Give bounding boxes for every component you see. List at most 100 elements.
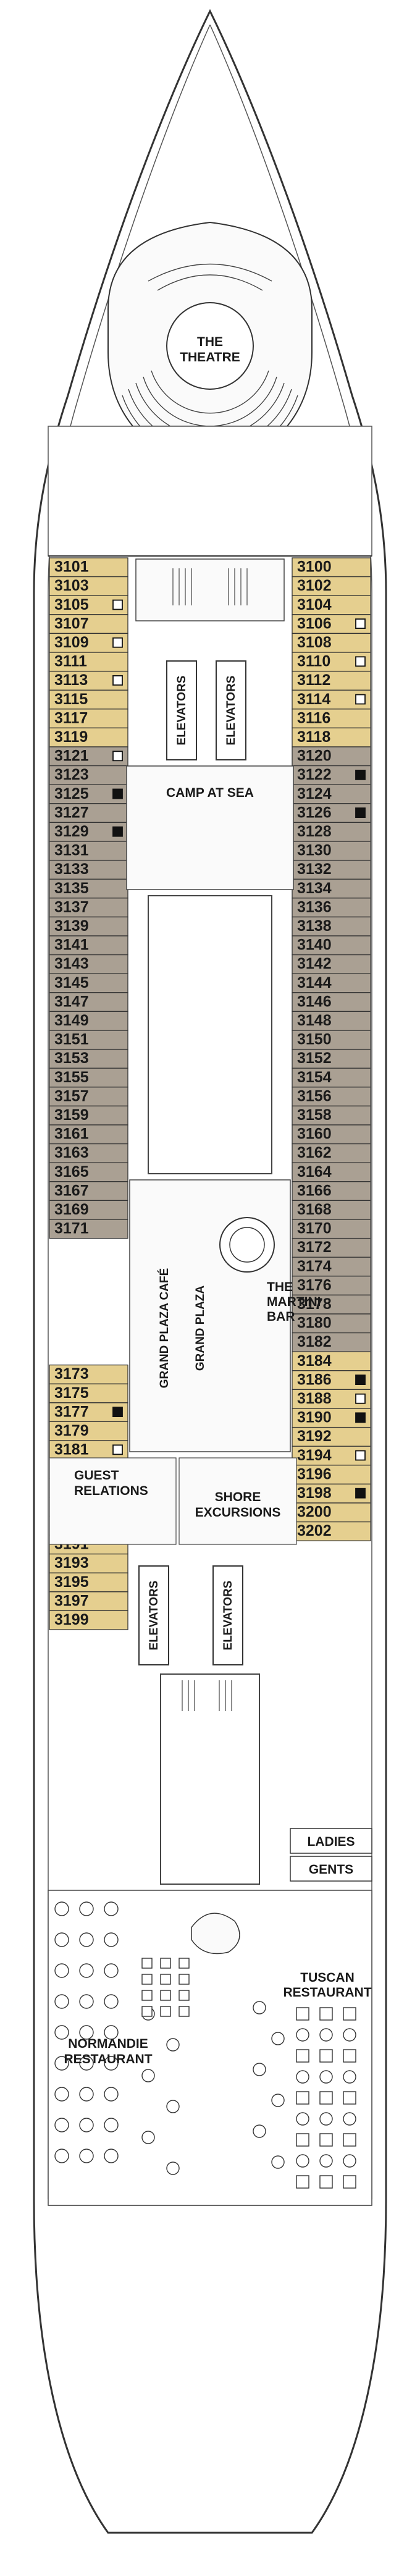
cabin-3125[interactable]: 3125 <box>49 784 128 804</box>
cabin-3153[interactable]: 3153 <box>49 1048 128 1069</box>
cabin-3123[interactable]: 3123 <box>49 765 128 785</box>
cabin-3175[interactable]: 3175 <box>49 1383 128 1404</box>
guest-relations[interactable]: GUEST RELATIONS <box>49 1457 177 1545</box>
camp-at-sea[interactable]: CAMP AT SEA <box>126 765 294 890</box>
cabin-3169[interactable]: 3169 <box>49 1200 128 1220</box>
grand-plaza[interactable]: GRAND PLAZA CAFÉ GRAND PLAZA THE MARTINI… <box>129 1179 321 1452</box>
cabin-3110[interactable]: 3110 <box>292 652 371 672</box>
cabin-3182[interactable]: 3182 <box>292 1332 371 1352</box>
cabin-3130[interactable]: 3130 <box>292 841 371 861</box>
cabin-3116[interactable]: 3116 <box>292 709 371 729</box>
cabin-3144[interactable]: 3144 <box>292 973 371 993</box>
cabin-3154[interactable]: 3154 <box>292 1067 371 1088</box>
cabin-3147[interactable]: 3147 <box>49 992 128 1012</box>
normandie-restaurant[interactable]: NORMANDIE RESTAURANT <box>64 2037 152 2066</box>
cabin-3129[interactable]: 3129 <box>49 822 128 842</box>
cabin-3161[interactable]: 3161 <box>49 1124 128 1145</box>
cabin-3190[interactable]: 3190 <box>292 1408 371 1428</box>
cabin-3132[interactable]: 3132 <box>292 859 371 880</box>
cabin-3186[interactable]: 3186 <box>292 1370 371 1391</box>
cabin-3106[interactable]: 3106 <box>292 614 371 634</box>
cabin-3162[interactable]: 3162 <box>292 1143 371 1163</box>
cabin-3105[interactable]: 3105 <box>49 595 128 615</box>
cabin-3109[interactable]: 3109 <box>49 633 128 653</box>
cabin-3192[interactable]: 3192 <box>292 1426 371 1447</box>
cabin-3131[interactable]: 3131 <box>49 841 128 861</box>
cabin-3197[interactable]: 3197 <box>49 1591 128 1612</box>
cabin-3102[interactable]: 3102 <box>292 576 371 596</box>
cabin-3165[interactable]: 3165 <box>49 1162 128 1182</box>
ladies-restroom[interactable]: LADIES <box>290 1828 372 1854</box>
tuscan-restaurant[interactable]: TUSCAN RESTAURANT <box>283 1971 371 2000</box>
cabin-3107[interactable]: 3107 <box>49 614 128 634</box>
cabin-3108[interactable]: 3108 <box>292 633 371 653</box>
cabin-3111[interactable]: 3111 <box>49 652 128 672</box>
cabin-3178[interactable]: 3178 <box>292 1294 371 1315</box>
cabin-3138[interactable]: 3138 <box>292 916 371 937</box>
cabin-3124[interactable]: 3124 <box>292 784 371 804</box>
cabin-3174[interactable]: 3174 <box>292 1256 371 1277</box>
gents-restroom[interactable]: GENTS <box>290 1856 372 1882</box>
cabin-3194[interactable]: 3194 <box>292 1446 371 1466</box>
cabin-3120[interactable]: 3120 <box>292 746 371 767</box>
cabin-3136[interactable]: 3136 <box>292 898 371 918</box>
cabin-3133[interactable]: 3133 <box>49 859 128 880</box>
cabin-3146[interactable]: 3146 <box>292 992 371 1012</box>
cabin-3115[interactable]: 3115 <box>49 689 128 710</box>
cabin-3140[interactable]: 3140 <box>292 935 371 956</box>
cabin-3113[interactable]: 3113 <box>49 670 128 691</box>
cabin-3118[interactable]: 3118 <box>292 727 371 747</box>
cabin-3149[interactable]: 3149 <box>49 1011 128 1031</box>
cabin-3150[interactable]: 3150 <box>292 1030 371 1050</box>
cabin-3171[interactable]: 3171 <box>49 1219 128 1239</box>
cabin-3152[interactable]: 3152 <box>292 1048 371 1069</box>
cabin-3202[interactable]: 3202 <box>292 1521 371 1541</box>
cabin-3101[interactable]: 3101 <box>49 557 128 578</box>
cabin-3128[interactable]: 3128 <box>292 822 371 842</box>
cabin-3166[interactable]: 3166 <box>292 1181 371 1202</box>
cabin-3172[interactable]: 3172 <box>292 1237 371 1258</box>
cabin-3200[interactable]: 3200 <box>292 1502 371 1523</box>
cabin-3135[interactable]: 3135 <box>49 878 128 899</box>
cabin-3173[interactable]: 3173 <box>49 1364 128 1384</box>
cabin-3160[interactable]: 3160 <box>292 1124 371 1145</box>
cabin-3103[interactable]: 3103 <box>49 576 128 596</box>
cabin-3119[interactable]: 3119 <box>49 727 128 747</box>
cabin-3121[interactable]: 3121 <box>49 746 128 767</box>
cabin-3168[interactable]: 3168 <box>292 1200 371 1220</box>
cabin-3156[interactable]: 3156 <box>292 1087 371 1107</box>
cabin-3145[interactable]: 3145 <box>49 973 128 993</box>
cabin-3137[interactable]: 3137 <box>49 898 128 918</box>
cabin-3176[interactable]: 3176 <box>292 1276 371 1296</box>
cabin-3114[interactable]: 3114 <box>292 689 371 710</box>
cabin-3148[interactable]: 3148 <box>292 1011 371 1031</box>
forward-elevators[interactable]: ELEVATORS ELEVATORS <box>166 660 246 760</box>
cabin-3199[interactable]: 3199 <box>49 1610 128 1630</box>
cabin-3198[interactable]: 3198 <box>292 1483 371 1504</box>
cabin-3196[interactable]: 3196 <box>292 1465 371 1485</box>
cabin-3195[interactable]: 3195 <box>49 1572 128 1593</box>
cabin-3141[interactable]: 3141 <box>49 935 128 956</box>
cabin-3100[interactable]: 3100 <box>292 557 371 578</box>
cabin-3158[interactable]: 3158 <box>292 1105 371 1126</box>
shore-excursions[interactable]: SHORE EXCURSIONS <box>178 1457 297 1545</box>
theatre[interactable]: THE THEATRE <box>107 221 313 459</box>
cabin-3179[interactable]: 3179 <box>49 1421 128 1441</box>
cabin-3163[interactable]: 3163 <box>49 1143 128 1163</box>
cabin-3167[interactable]: 3167 <box>49 1181 128 1202</box>
cabin-3184[interactable]: 3184 <box>292 1351 371 1371</box>
cabin-3177[interactable]: 3177 <box>49 1402 128 1423</box>
cabin-3117[interactable]: 3117 <box>49 709 128 729</box>
aft-elevators[interactable]: ELEVATORS ELEVATORS <box>138 1565 243 1665</box>
cabin-3159[interactable]: 3159 <box>49 1105 128 1126</box>
cabin-3112[interactable]: 3112 <box>292 670 371 691</box>
cabin-3188[interactable]: 3188 <box>292 1389 371 1409</box>
cabin-3155[interactable]: 3155 <box>49 1067 128 1088</box>
cabin-3126[interactable]: 3126 <box>292 803 371 823</box>
cabin-3142[interactable]: 3142 <box>292 954 371 974</box>
cabin-3180[interactable]: 3180 <box>292 1313 371 1334</box>
cabin-3164[interactable]: 3164 <box>292 1162 371 1182</box>
cabin-3134[interactable]: 3134 <box>292 878 371 899</box>
cabin-3139[interactable]: 3139 <box>49 916 128 937</box>
cabin-3151[interactable]: 3151 <box>49 1030 128 1050</box>
